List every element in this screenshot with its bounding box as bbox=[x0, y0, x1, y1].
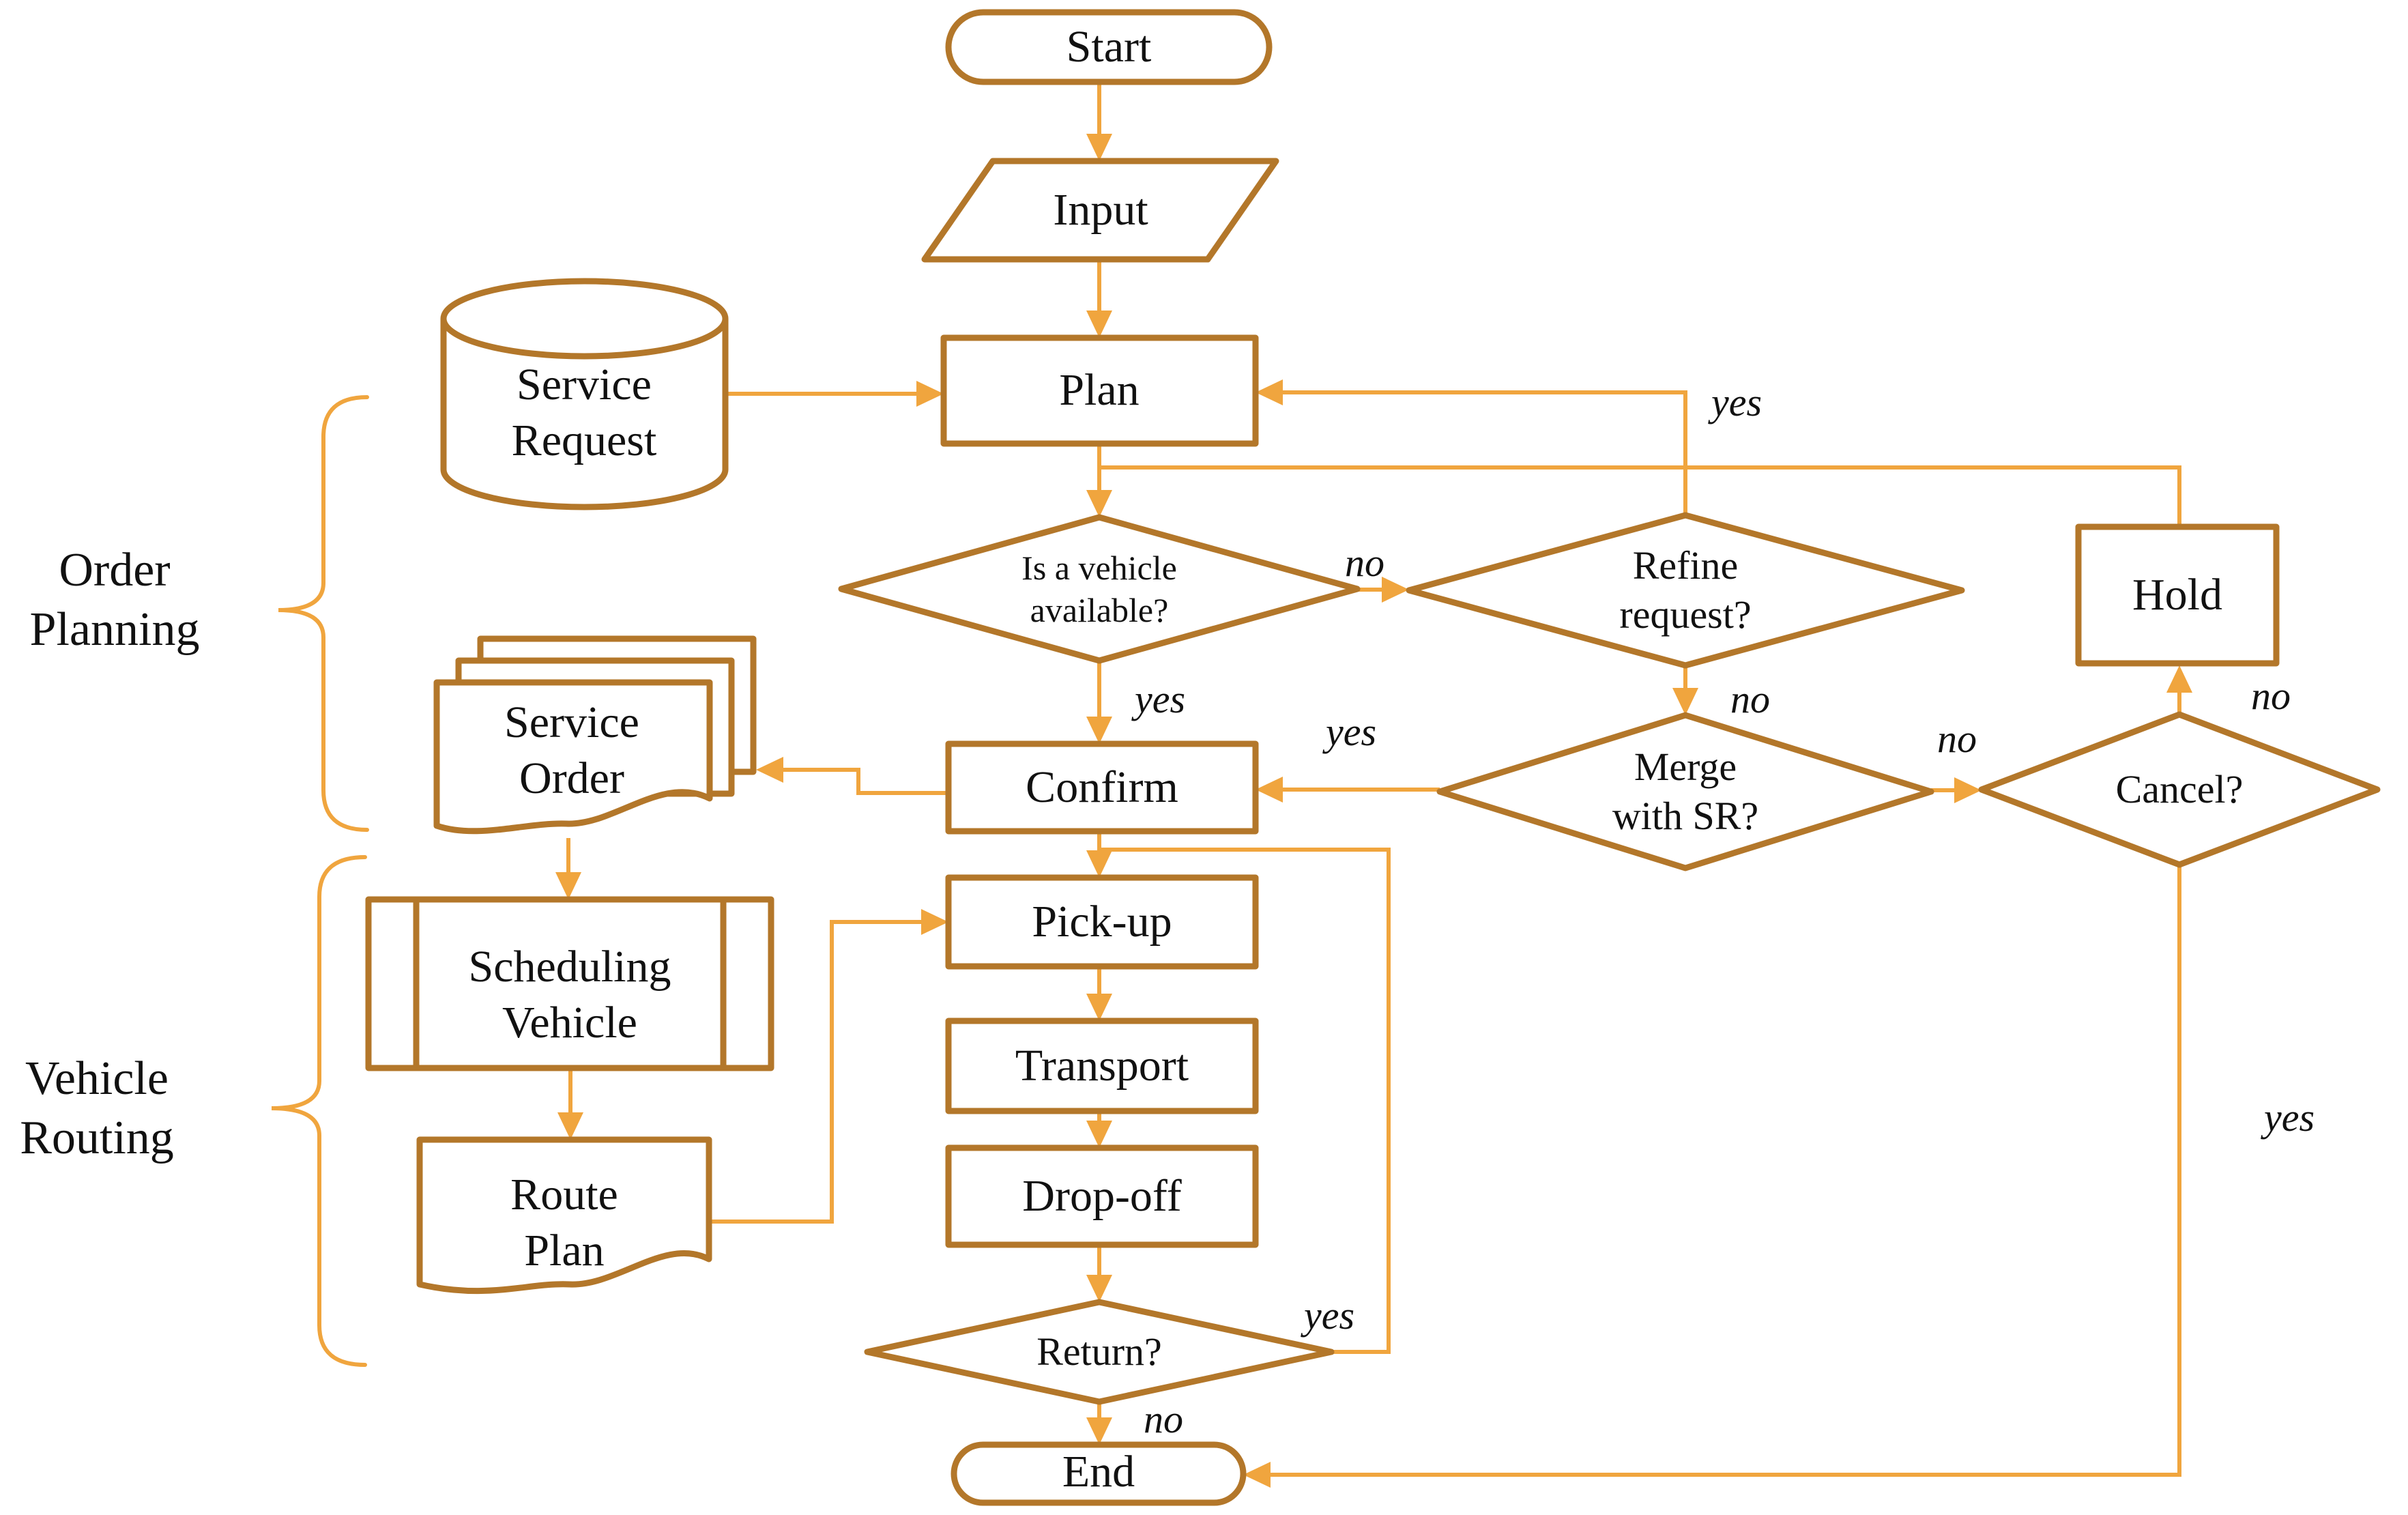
refine-diamond bbox=[1406, 512, 1965, 669]
transport-shape bbox=[945, 1018, 1259, 1114]
edge-confirm-serviceorder-arrowhead bbox=[756, 757, 783, 783]
node-cancel-label: Cancel? bbox=[2115, 767, 2244, 812]
service-request-cylinder-body bbox=[440, 319, 729, 510]
edge-label-merge-no: no bbox=[1937, 717, 1977, 761]
node-scheduling-label: Scheduling Vehicle bbox=[468, 942, 671, 1048]
return-diamond bbox=[864, 1299, 1335, 1405]
edge-confirm-pickup-arrowhead bbox=[1086, 850, 1112, 878]
merge-diamond bbox=[1436, 712, 1934, 871]
plan-shape bbox=[940, 334, 1259, 447]
edge-dropoff-return-arrowhead bbox=[1086, 1275, 1112, 1302]
edge-refine-plan-arrowhead bbox=[1256, 379, 1283, 405]
service-order-sheet-front bbox=[433, 679, 713, 835]
edge-input-plan-arrowhead bbox=[1086, 311, 1112, 338]
edge-return-loop-line bbox=[1099, 848, 1391, 1354]
edge-merge-cancel-arrowhead bbox=[1954, 777, 1982, 803]
edge-label-refine-yes: yes bbox=[1711, 380, 1763, 424]
edge-plan-vehicle-arrowhead bbox=[1086, 490, 1112, 517]
edge-transport-dropoff-arrowhead bbox=[1086, 1121, 1112, 1148]
order-planning-brace bbox=[278, 395, 369, 832]
edge-merge-confirm-arrowhead bbox=[1256, 777, 1283, 803]
edge-label-return-no: no bbox=[1144, 1397, 1183, 1441]
section-order-planning-label: Order Planning bbox=[29, 544, 200, 656]
node-hold-label: Hold bbox=[2132, 570, 2222, 620]
node-end-label: End bbox=[1062, 1447, 1135, 1497]
service-request-cylinder-top bbox=[440, 278, 729, 360]
node-pickup-label: Pick-up bbox=[1032, 897, 1172, 947]
edge-label-refine-no: no bbox=[1730, 677, 1770, 721]
node-confirm-label: Confirm bbox=[1026, 762, 1178, 813]
edge-routeplan-pickup-arrowhead bbox=[921, 909, 948, 935]
edge-scheduling-routeplan-arrowhead bbox=[557, 1112, 583, 1140]
route-plan-document bbox=[416, 1136, 712, 1295]
node-service-order-label: Service Order bbox=[504, 697, 639, 803]
edge-label-vehicle-yes: yes bbox=[1134, 677, 1186, 721]
edge-cancel-end-arrowhead bbox=[1243, 1462, 1271, 1488]
pickup-shape bbox=[945, 874, 1259, 970]
edge-label-vehicle-no: no bbox=[1345, 540, 1384, 585]
edge-label-return-yes: yes bbox=[1303, 1293, 1355, 1338]
edge-label-merge-yes: yes bbox=[1325, 710, 1377, 754]
edge-pickup-transport-arrowhead bbox=[1086, 994, 1112, 1021]
node-input-label: Input bbox=[1053, 185, 1148, 235]
node-return-label: Return? bbox=[1036, 1329, 1162, 1374]
hold-shape bbox=[2075, 523, 2280, 667]
edge-refine-merge-arrowhead bbox=[1672, 688, 1698, 715]
node-service-request-label: Service Request bbox=[511, 360, 657, 465]
confirm-shape bbox=[945, 740, 1259, 835]
node-route-plan-label: Route Plan bbox=[510, 1170, 618, 1275]
edge-servicerequest-plan-arrowhead bbox=[916, 381, 944, 407]
scheduling-shape bbox=[365, 896, 774, 1071]
node-transport-label: Transport bbox=[1015, 1041, 1189, 1091]
node-start-label: Start bbox=[1066, 22, 1152, 72]
edge-return-end-arrowhead bbox=[1086, 1417, 1112, 1445]
node-vehicle-check-label: Is a vehicle available? bbox=[1021, 549, 1177, 629]
edge-label-cancel-yes: yes bbox=[2263, 1095, 2315, 1140]
edge-refine-plan-line bbox=[1281, 390, 1687, 515]
edge-hold-return-line bbox=[1099, 465, 2181, 527]
node-merge-label: Merge with SR? bbox=[1612, 745, 1759, 838]
input-shape bbox=[921, 158, 1279, 263]
edge-cancel-end-line bbox=[1268, 865, 2181, 1477]
edge-vehicle-confirm-arrowhead bbox=[1086, 717, 1112, 744]
edge-label-cancel-no: no bbox=[2251, 674, 2291, 718]
cancel-diamond bbox=[1978, 711, 2381, 868]
dropoff-shape bbox=[945, 1144, 1259, 1248]
vehicle-routing-brace bbox=[271, 855, 367, 1367]
edge-cancel-hold-arrowhead bbox=[2166, 665, 2192, 693]
edge-start-input-arrowhead bbox=[1086, 134, 1112, 161]
edge-vehicle-refine-arrowhead bbox=[1382, 577, 1409, 603]
node-dropoff-label: Drop-off bbox=[1022, 1171, 1182, 1222]
edge-confirm-serviceorder-line bbox=[781, 768, 948, 795]
node-refine-label: Refine request? bbox=[1619, 543, 1752, 637]
node-plan-label: Plan bbox=[1059, 365, 1140, 416]
start-shape bbox=[945, 9, 1273, 85]
section-vehicle-routing-label: Vehicle Routing bbox=[20, 1052, 174, 1164]
edge-serviceorder-scheduling-arrowhead bbox=[555, 872, 581, 899]
vehicle-check-diamond bbox=[838, 514, 1361, 664]
edge-routeplan-pickup-line bbox=[709, 920, 923, 1224]
end-shape bbox=[951, 1441, 1247, 1506]
